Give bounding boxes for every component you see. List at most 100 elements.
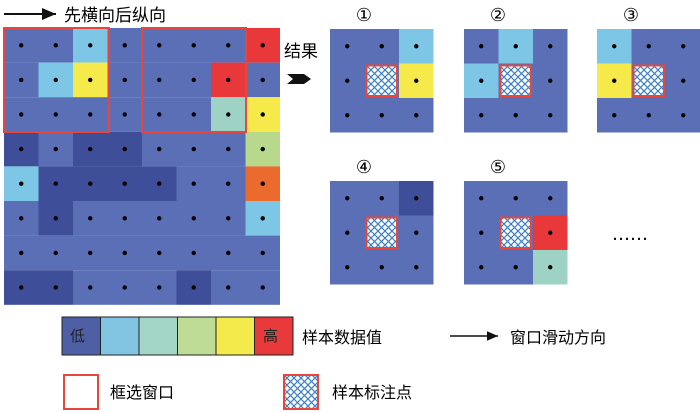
window-point bbox=[479, 230, 484, 235]
result-indicator: 结果 bbox=[284, 42, 318, 84]
window-point bbox=[681, 44, 686, 49]
grid-point bbox=[226, 216, 231, 221]
window-point bbox=[548, 113, 553, 118]
window-point bbox=[513, 196, 518, 201]
sample-point-legend-icon bbox=[283, 374, 319, 410]
result-window: ⑤ bbox=[464, 157, 568, 285]
legend: 低 高 样本数据值 窗口滑动方向 框选窗口 样本标注点 bbox=[61, 316, 606, 410]
grid-point bbox=[226, 250, 231, 256]
grid-point bbox=[122, 146, 127, 152]
grid-point bbox=[157, 285, 162, 290]
grid-point bbox=[157, 112, 162, 117]
grid-point bbox=[53, 285, 58, 290]
window-point bbox=[345, 265, 350, 270]
grid-point bbox=[122, 181, 127, 186]
window-point bbox=[681, 113, 686, 118]
result-number: ① bbox=[356, 5, 372, 26]
grid-point bbox=[53, 77, 58, 83]
result-number: ④ bbox=[356, 157, 372, 178]
window-point bbox=[479, 78, 484, 83]
result-number: ⑤ bbox=[490, 157, 506, 178]
sample-point-marker bbox=[499, 216, 532, 249]
scale-swatch bbox=[61, 316, 101, 356]
grid-point bbox=[88, 216, 93, 221]
grid-point bbox=[191, 216, 196, 221]
grid-point bbox=[122, 250, 127, 256]
grid-point bbox=[88, 43, 93, 48]
grid-point bbox=[88, 112, 93, 117]
window-frame-1 bbox=[3, 27, 110, 133]
window-point bbox=[612, 78, 617, 83]
window-point bbox=[513, 44, 518, 49]
grid-point bbox=[260, 77, 265, 83]
result-arrow-icon bbox=[287, 74, 311, 84]
grid-point bbox=[226, 285, 231, 290]
grid-point bbox=[122, 112, 127, 117]
grid-point bbox=[226, 112, 231, 117]
result-window: ② bbox=[464, 5, 568, 133]
value-scale-bar bbox=[61, 316, 294, 356]
legend-direction-label: 窗口滑动方向 bbox=[510, 328, 606, 347]
result-number: ③ bbox=[623, 5, 639, 26]
grid-point bbox=[226, 43, 231, 48]
sample-point-marker bbox=[365, 64, 398, 97]
result-window: ④ bbox=[330, 157, 434, 285]
grid-point bbox=[226, 181, 231, 186]
window-point bbox=[479, 113, 484, 118]
result-windows: ① ② ③ ④ ⑤ bbox=[330, 5, 700, 285]
grid-point bbox=[157, 250, 162, 256]
window-point bbox=[414, 265, 419, 270]
grid-point bbox=[88, 181, 93, 186]
frame-legend-icon bbox=[63, 374, 99, 410]
scale-swatch bbox=[254, 316, 294, 356]
window-point bbox=[345, 78, 350, 83]
window-point bbox=[548, 230, 553, 235]
window-point bbox=[414, 113, 419, 118]
window-point bbox=[612, 113, 617, 118]
grid-point bbox=[19, 216, 24, 221]
window-point bbox=[548, 44, 553, 49]
legend-low-label: 低 bbox=[70, 327, 85, 345]
scale-swatch bbox=[215, 316, 255, 356]
legend-sample-label: 样本标注点 bbox=[332, 383, 412, 402]
grid-point bbox=[157, 146, 162, 152]
grid-point bbox=[260, 43, 265, 48]
grid-point bbox=[157, 43, 162, 48]
grid-point bbox=[191, 112, 196, 117]
window-point bbox=[612, 44, 617, 49]
scale-swatch bbox=[100, 316, 140, 356]
scan-order-header: 先横向后纵向 bbox=[4, 6, 166, 26]
window-point bbox=[345, 230, 350, 235]
window-point bbox=[414, 78, 419, 83]
grid-point bbox=[88, 285, 93, 290]
grid-point bbox=[53, 216, 58, 221]
window-point bbox=[548, 265, 553, 270]
window-point bbox=[379, 113, 384, 118]
grid-point bbox=[19, 285, 24, 290]
window-point bbox=[379, 44, 384, 49]
grid-point bbox=[260, 285, 265, 290]
window-point bbox=[379, 265, 384, 270]
legend-high-label: 高 bbox=[263, 327, 278, 345]
grid-point bbox=[157, 181, 162, 186]
grid-point bbox=[19, 250, 24, 256]
grid-point bbox=[53, 250, 58, 256]
window-point bbox=[479, 265, 484, 270]
scale-swatch bbox=[177, 316, 217, 356]
grid-point bbox=[191, 250, 196, 256]
grid-point bbox=[157, 216, 162, 221]
grid-point bbox=[122, 285, 127, 290]
window-point bbox=[513, 265, 518, 270]
result-number: ② bbox=[490, 5, 506, 26]
grid-point bbox=[19, 77, 24, 83]
grid-point bbox=[19, 181, 24, 186]
grid-point bbox=[19, 43, 24, 48]
window-point bbox=[479, 196, 484, 201]
grid-point bbox=[260, 146, 265, 152]
result-label: 结果 bbox=[284, 42, 318, 62]
grid-point bbox=[53, 146, 58, 152]
grid-point bbox=[191, 77, 196, 83]
window-point bbox=[479, 44, 484, 49]
grid-point bbox=[19, 146, 24, 152]
window-point bbox=[548, 78, 553, 83]
